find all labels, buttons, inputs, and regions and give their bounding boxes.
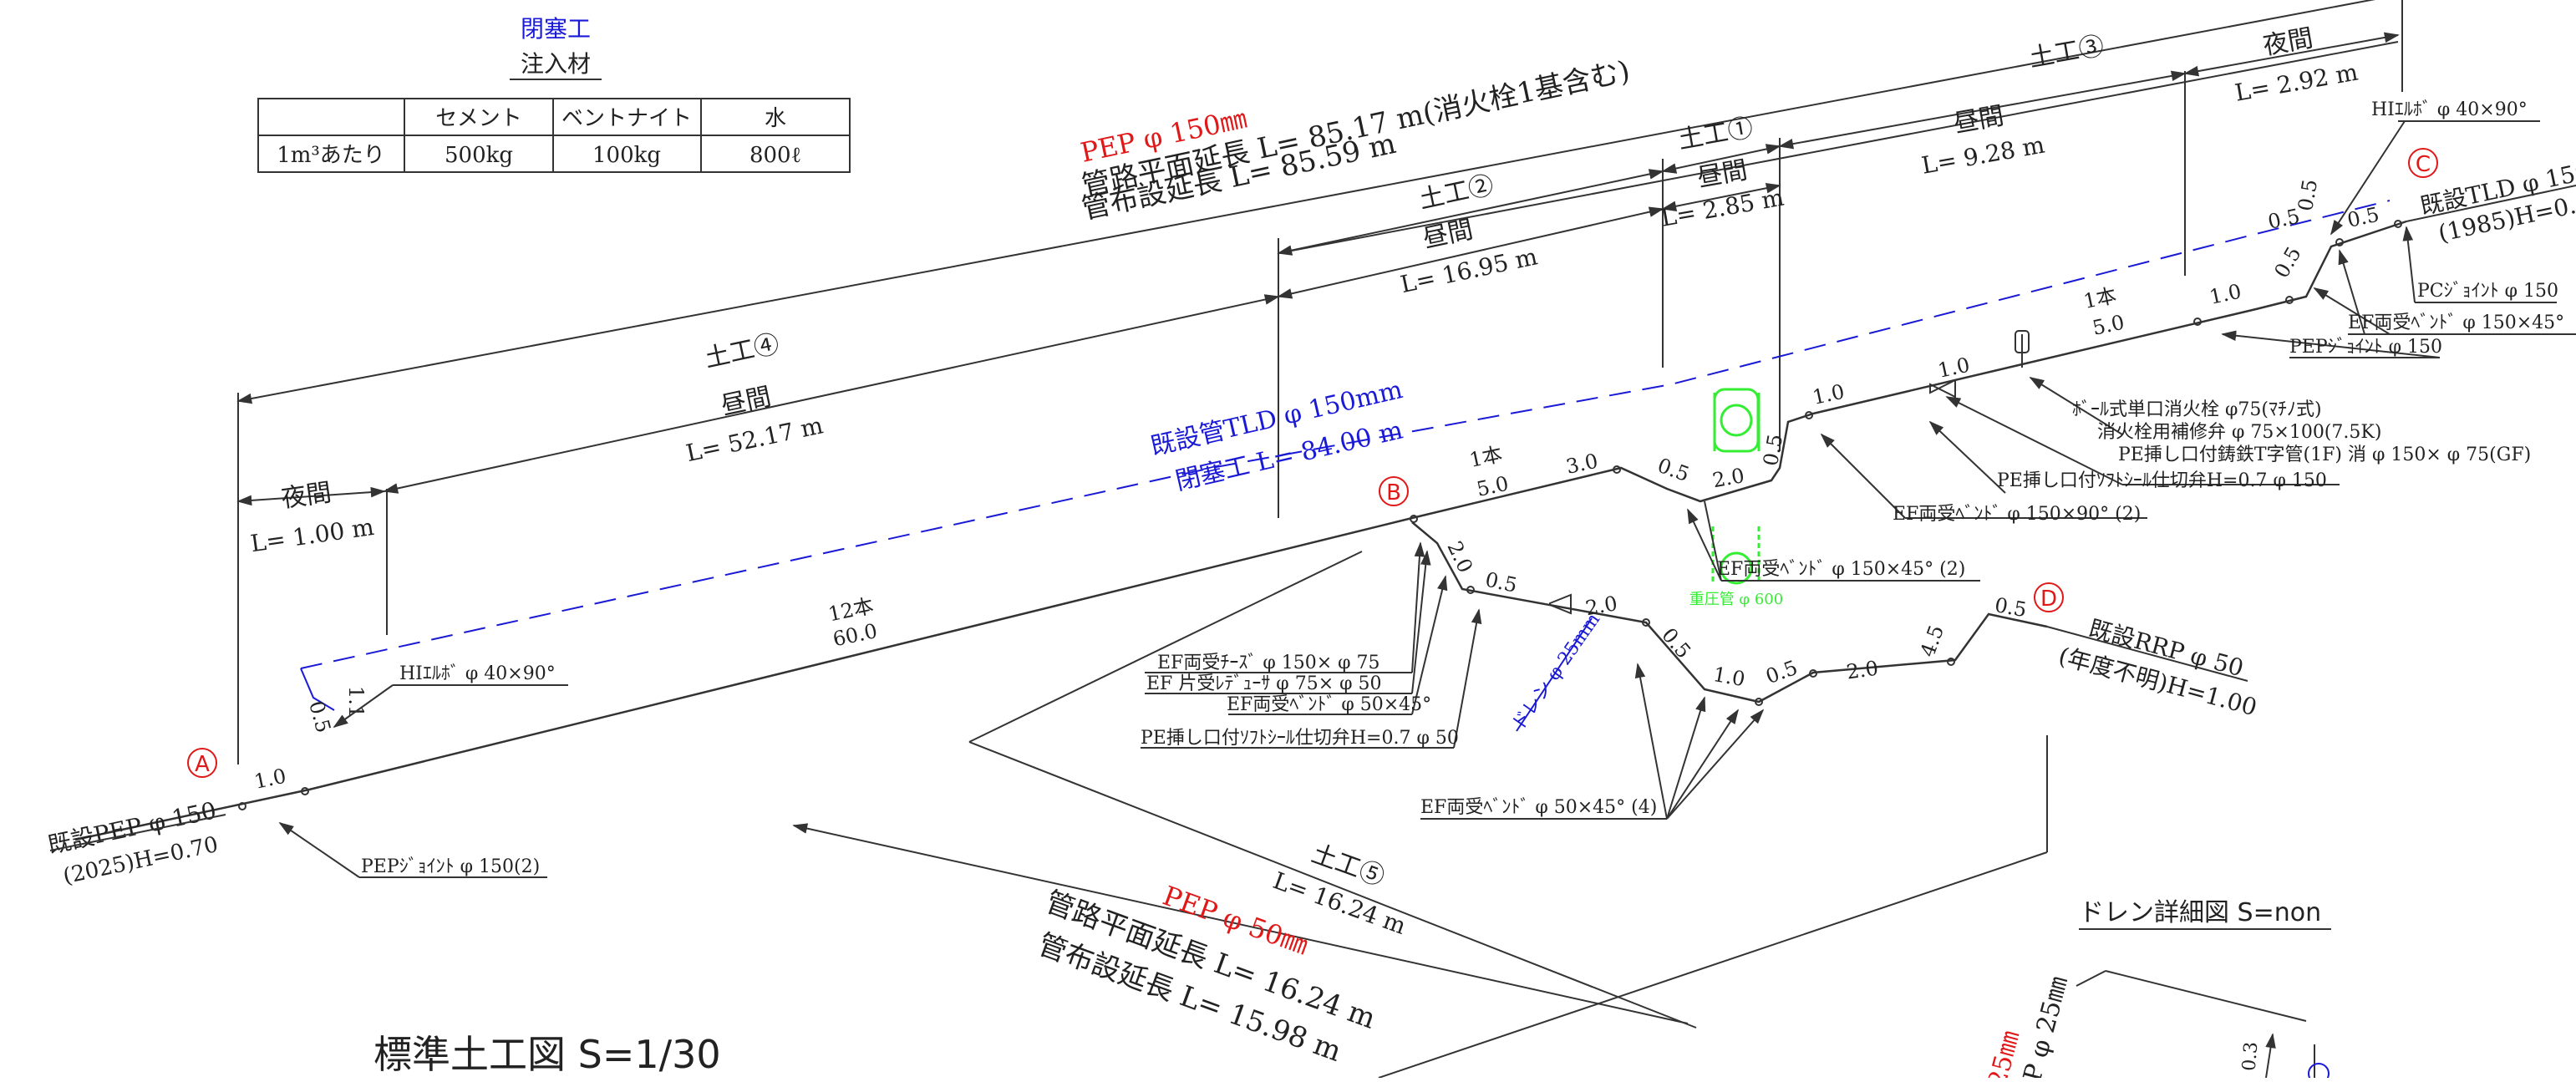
work-3-label: 土工③ bbox=[2027, 32, 2106, 74]
injection-material-table: 閉塞工 注入材 セメント ベントナイト 水 1m³あたり 500kg 100kg… bbox=[257, 15, 851, 173]
work-4-length: L= 52.17 m bbox=[683, 411, 826, 467]
callout-pc-joint: PCｼﾞｮｲﾝﾄ φ 150 bbox=[2417, 281, 2558, 302]
work-1-label: 土工① bbox=[1676, 114, 1755, 155]
svg-text:2.0: 2.0 bbox=[1845, 657, 1880, 684]
work-1-day: 昼間 bbox=[1695, 155, 1750, 193]
work-3-length: L= 9.28 m bbox=[1919, 130, 2046, 179]
legend-header-water: 水 bbox=[765, 106, 786, 131]
callout-pep-joint-c: PEPｼﾞｮｲﾝﾄ φ 150 bbox=[2289, 337, 2442, 358]
point-a: A bbox=[195, 752, 210, 777]
existing-pipe-tld-line bbox=[300, 200, 2391, 669]
legend-subtitle: 注入材 bbox=[521, 50, 591, 78]
drain-detail-title: ドレン詳細図 S=non bbox=[2079, 898, 2321, 927]
branch-valve-symbol bbox=[1549, 593, 1572, 615]
work-2-length: L= 16.95 m bbox=[1398, 242, 1540, 298]
legend-header-bentonite: ベントナイト bbox=[561, 106, 692, 131]
hydrant-symbol bbox=[2015, 330, 2030, 368]
svg-text:1.0: 1.0 bbox=[252, 765, 288, 794]
drain-detail-circle bbox=[2308, 1063, 2330, 1082]
callout-pep-joint-a: PEPｼﾞｮｲﾝﾄ φ 150(2) bbox=[361, 856, 540, 877]
svg-text:1本: 1本 bbox=[1467, 442, 1504, 472]
callout-texts: HIｴﾙﾎﾞ φ 40×90° PCｼﾞｮｲﾝﾄ φ 150 EF両受ﾍﾞﾝﾄﾞ… bbox=[361, 99, 2576, 877]
svg-text:1.1: 1.1 bbox=[344, 686, 368, 718]
svg-text:5.0: 5.0 bbox=[2091, 311, 2126, 340]
point-markers: A B C D bbox=[187, 148, 2438, 778]
svg-text:2.0: 2.0 bbox=[1442, 537, 1477, 576]
callout-hi-elbow-a: HIｴﾙﾎﾞ φ 40×90° bbox=[399, 663, 556, 684]
legend-cement-value: 500kg bbox=[445, 143, 513, 168]
callout-gate-valve-50: PE挿し口付ｿﾌﾄｼｰﾙ仕切弁H=0.7 φ 50 bbox=[1141, 728, 1459, 749]
legend-row-unit: 1m³あたり bbox=[277, 143, 385, 168]
svg-text:0.5: 0.5 bbox=[2345, 203, 2381, 232]
point-c: C bbox=[2416, 152, 2431, 177]
legend-bentonite-value: 100kg bbox=[592, 143, 661, 168]
work-3-night-length: L= 2.92 m bbox=[2233, 58, 2360, 106]
callout-ef-bend-90: EF両受ﾍﾞﾝﾄﾞ φ 150×90° (2) bbox=[1893, 504, 2141, 525]
callout-hydrant-valve: 消火栓用補修弁 φ 75×100(7.5K) bbox=[2097, 422, 2381, 443]
callout-t-pipe: PE挿し口付鋳鉄T字管(1F) 消 φ 150× φ 75(GF) bbox=[2118, 444, 2531, 465]
svg-text:0.5: 0.5 bbox=[304, 698, 335, 735]
work-3-day: 昼間 bbox=[1952, 101, 2006, 139]
drain-detail-drawing bbox=[2076, 970, 2315, 1079]
svg-text:0.5: 0.5 bbox=[2294, 177, 2322, 212]
work-4-day: 昼間 bbox=[719, 382, 774, 421]
work-4-label: 土工④ bbox=[702, 329, 781, 373]
drain-detail-dim: 0.3 bbox=[2239, 1041, 2263, 1072]
standard-earthwork-title: 標準土工図 S=1/30 bbox=[373, 1032, 721, 1077]
drain-detail-spec: RP φ 25㎜ bbox=[2013, 973, 2074, 1078]
callout-ef-cheese: EF両受ﾁｰｽﾞ φ 150× φ 75 bbox=[1157, 653, 1380, 673]
segment-lengths: 1.0 12本 60.0 1本 5.0 3.0 0.5 2.0 0.5 1.0 … bbox=[252, 177, 2381, 793]
new-pipe-main bbox=[74, 220, 2407, 841]
svg-text:0.5: 0.5 bbox=[1993, 593, 2028, 622]
point-d: D bbox=[2040, 587, 2057, 612]
svg-text:1.0: 1.0 bbox=[2208, 280, 2243, 309]
work-4-night: 夜間 bbox=[280, 478, 333, 514]
svg-text:2.0: 2.0 bbox=[1583, 592, 1618, 620]
legend-header-cement: セメント bbox=[435, 106, 521, 131]
svg-text:1本: 1本 bbox=[2081, 283, 2118, 313]
joint-markers bbox=[238, 220, 2402, 810]
svg-text:0.5: 0.5 bbox=[1763, 656, 1801, 688]
callout-ef-bend-50: EF両受ﾍﾞﾝﾄﾞ φ 50×45° bbox=[1227, 694, 1431, 715]
work-3-night: 夜間 bbox=[2261, 23, 2315, 61]
svg-text:0.5: 0.5 bbox=[1759, 432, 1787, 467]
leader-lines bbox=[278, 120, 2576, 878]
callout-gate-valve-150: PE挿し口付ｿﾌﾄｼｰﾙ仕切弁H=0.7 φ 150 bbox=[1997, 470, 2327, 491]
svg-text:0.5: 0.5 bbox=[1654, 454, 1692, 486]
svg-text:1.0: 1.0 bbox=[1811, 380, 1847, 409]
legend-water-value: 800ℓ bbox=[749, 143, 801, 168]
callout-hydrant: ﾎﾞｰﾙ式単口消火栓 φ75(ﾏﾁﾉ式) bbox=[2072, 399, 2322, 420]
dimension-lines bbox=[236, 0, 2403, 765]
point-b: B bbox=[1386, 480, 1401, 505]
callout-ef-bend-50-4: EF両受ﾍﾞﾝﾄﾞ φ 50×45° (4) bbox=[1420, 797, 1657, 818]
legend-title: 閉塞工 bbox=[521, 15, 591, 43]
callout-hi-elbow-c: HIｴﾙﾎﾞ φ 40×90° bbox=[2371, 99, 2528, 120]
callout-ef-bend-45: EF両受ﾍﾞﾝﾄﾞ φ 150×45° (2) bbox=[1717, 559, 1965, 580]
callout-reducer: EF 片受ﾚﾃﾞｭｰｻ φ 75× φ 50 bbox=[1146, 673, 1382, 694]
svg-text:0.5: 0.5 bbox=[2269, 242, 2305, 282]
svg-text:0.5: 0.5 bbox=[1657, 623, 1695, 663]
casing-label: 重圧管 φ 600 bbox=[1689, 591, 1783, 608]
work-4-night-length: L= 1.00 m bbox=[249, 513, 376, 557]
svg-text:4.5: 4.5 bbox=[1916, 622, 1949, 660]
existing-pipe-stub bbox=[300, 668, 335, 711]
callout-ef-bend-c: EF両受ﾍﾞﾝﾄﾞ φ 150×45°（ bbox=[2348, 312, 2576, 333]
casing-pipe-symbol bbox=[1711, 388, 1761, 585]
svg-text:1.0: 1.0 bbox=[1711, 663, 1746, 691]
branch-dimension-lines bbox=[792, 551, 2048, 1079]
work-1-length: L= 2.85 m bbox=[1659, 183, 1786, 231]
svg-text:2.0: 2.0 bbox=[1710, 464, 1745, 492]
